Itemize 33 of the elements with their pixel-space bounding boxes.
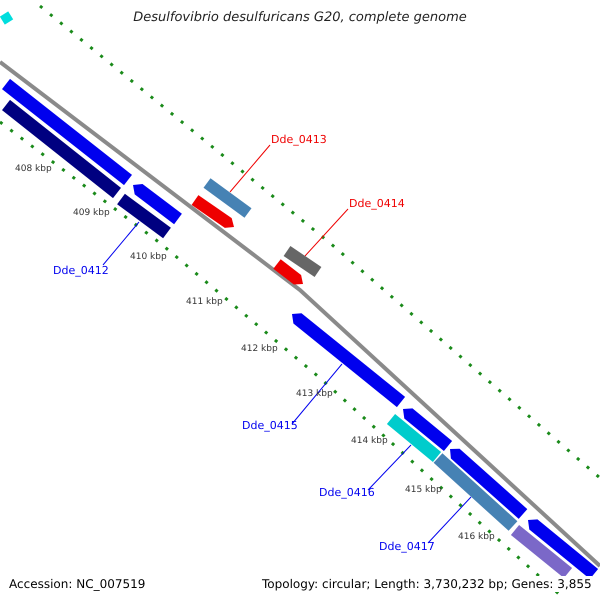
gene-label: Dde_0416 <box>319 487 375 498</box>
leader-line <box>368 444 412 490</box>
gene-feature <box>204 178 252 218</box>
gene-label: Dde_0415 <box>242 420 298 431</box>
gene-label: Dde_0417 <box>379 541 435 552</box>
scale-label: 412 kbp <box>241 345 278 354</box>
leader-line <box>230 144 270 192</box>
scale-label: 416 kbp <box>458 533 495 542</box>
gene-feature <box>284 246 322 277</box>
gene-label: Dde_0413 <box>271 134 327 145</box>
leader-line <box>304 208 348 256</box>
title: Desulfovibrio desulfuricans G20, complete genome <box>132 11 468 24</box>
gene-feature <box>510 525 572 578</box>
leader-line <box>428 496 472 544</box>
gene-label: Dde_0412 <box>53 265 109 276</box>
info-text: Topology: circular; Length: 3,730,232 bp; Genes: 3,855 <box>262 576 592 592</box>
gene-feature <box>2 78 132 186</box>
scale-label: 410 kbp <box>130 253 167 262</box>
gene-feature <box>386 414 442 462</box>
leader-line <box>102 222 140 266</box>
info-text: Accession: NC_007519 <box>9 576 146 592</box>
scale-label: 408 kbp <box>15 165 52 174</box>
gene-feature <box>528 519 598 579</box>
gene-label: Dde_0414 <box>349 198 405 209</box>
scale-label: 413 kbp <box>296 390 333 399</box>
scale-label: 414 kbp <box>351 437 388 446</box>
scale-label: 411 kbp <box>186 298 223 307</box>
gene-feature <box>117 194 171 238</box>
leader-line <box>292 364 342 424</box>
scale-label: 415 kbp <box>405 486 442 495</box>
gene-feature <box>2 100 121 198</box>
scale-label: 409 kbp <box>73 209 110 218</box>
gene-feature <box>292 313 406 408</box>
